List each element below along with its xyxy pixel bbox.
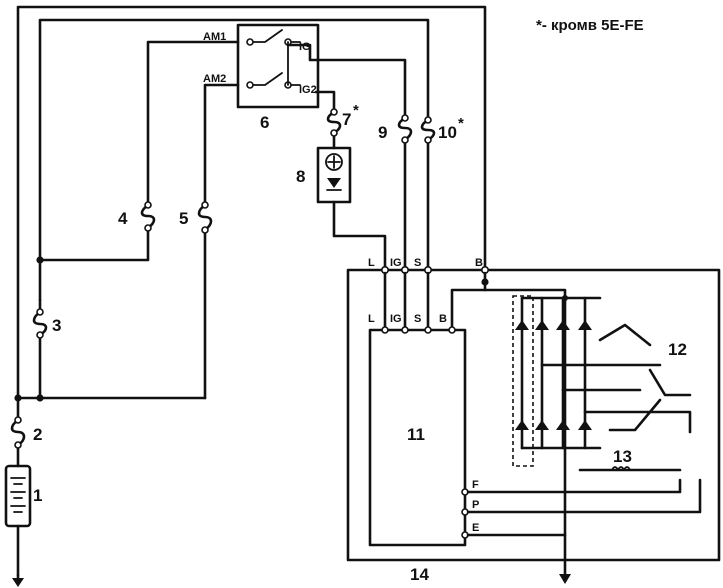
reg-pin-p: P: [472, 499, 479, 511]
fuse-9: [397, 114, 413, 144]
main-wiring: [16, 5, 567, 580]
alt-pin-ig: IG: [390, 257, 402, 269]
label-1: 1: [33, 486, 42, 505]
label-7-mark: *: [353, 102, 359, 119]
pin-am2: AM2: [203, 73, 226, 85]
alt-pin-s: S: [414, 257, 421, 269]
pin-am1: AM1: [203, 31, 226, 43]
stator-windings: [598, 323, 692, 432]
reg-pin-s: S: [414, 313, 421, 325]
label-2: 2: [33, 425, 42, 444]
alt-pin-b: B: [475, 257, 483, 269]
label-12: 12: [668, 340, 687, 359]
fuse-2: [10, 416, 26, 449]
fuse-7: [326, 108, 342, 137]
label-7: 7: [342, 110, 351, 129]
rectifier-bridge: [512, 295, 692, 467]
label-10-mark: *: [458, 115, 464, 132]
charge-lamp: [316, 146, 352, 204]
model-note: *- кромв 5E-FE: [536, 17, 644, 34]
label-10: 10: [438, 123, 457, 142]
reg-pin-e: E: [472, 522, 479, 534]
pin-ig2: IG2: [299, 84, 317, 96]
alternator-ground: [559, 574, 571, 584]
label-4: 4: [118, 209, 128, 228]
rotor-coil: [578, 466, 682, 472]
reg-pin-ig: IG: [390, 313, 402, 325]
ignition-switch: [236, 23, 320, 109]
fuse-3: [32, 298, 48, 339]
label-13: 13: [613, 447, 632, 466]
reg-pin-l: L: [368, 313, 375, 325]
label-5: 5: [179, 209, 188, 228]
label-3: 3: [52, 316, 61, 335]
label-11: 11: [407, 425, 425, 444]
battery: [4, 464, 32, 587]
reg-pin-b: B: [439, 313, 447, 325]
alternator-housing: [346, 268, 721, 562]
label-8: 8: [296, 167, 305, 186]
fuse-4: [140, 201, 156, 232]
reg-pin-f: F: [472, 479, 479, 491]
alt-pin-l: L: [368, 257, 375, 269]
pin-ig: IG: [299, 41, 311, 53]
fuse-5: [197, 201, 213, 234]
label-9: 9: [378, 123, 387, 142]
fuse-10: [420, 116, 436, 144]
label-14: 14: [410, 565, 429, 584]
label-6: 6: [260, 113, 269, 132]
